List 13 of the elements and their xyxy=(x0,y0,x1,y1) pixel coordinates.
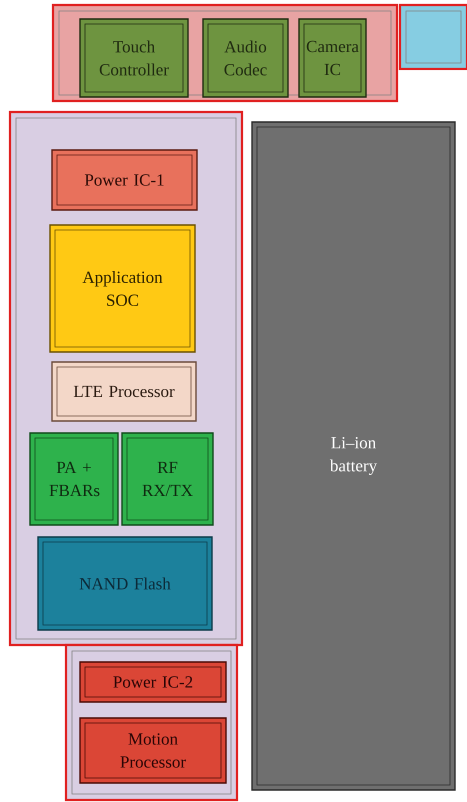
chip-box: Motion Processor xyxy=(79,717,227,784)
component-box xyxy=(398,4,467,70)
chip-box: RF RX/TX xyxy=(121,432,214,526)
chip-box: NAND Flash xyxy=(37,536,213,631)
chip-box: Camera IC xyxy=(298,18,367,98)
battery-box: Li–ion battery xyxy=(251,121,456,791)
chip-box: Application SOC xyxy=(49,224,196,353)
chip-box: Power IC-1 xyxy=(51,149,198,211)
chip-box: Audio Codec xyxy=(202,18,289,98)
chip-box: Power IC-2 xyxy=(79,661,227,703)
chip-box: PA + FBARs xyxy=(29,432,119,526)
chip-box: LTE Processor xyxy=(51,361,197,422)
chip-box: Touch Controller xyxy=(79,18,189,98)
